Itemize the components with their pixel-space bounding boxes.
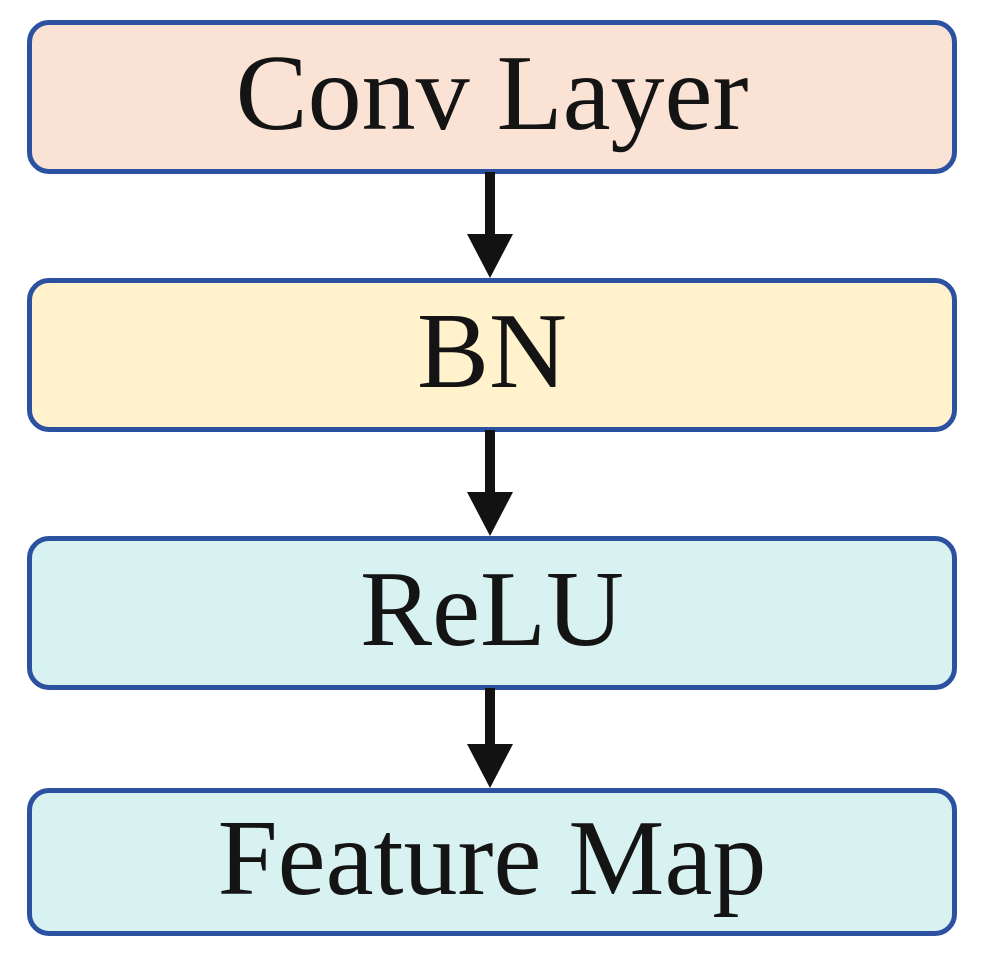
arrow-shaft bbox=[485, 430, 495, 492]
arrow-shaft bbox=[485, 172, 495, 234]
arrow-conv-to-bn bbox=[467, 172, 513, 278]
arrow-down-icon bbox=[467, 744, 513, 788]
node-bn: BN bbox=[27, 278, 957, 432]
arrow-down-icon bbox=[467, 492, 513, 536]
node-conv-layer-label: Conv Layer bbox=[235, 34, 749, 153]
node-relu: ReLU bbox=[27, 536, 957, 690]
node-bn-label: BN bbox=[416, 292, 568, 411]
node-feature-map: Feature Map bbox=[27, 788, 957, 936]
arrow-relu-to-feature-map bbox=[467, 688, 513, 788]
node-feature-map-label: Feature Map bbox=[217, 799, 767, 918]
arrow-bn-to-relu bbox=[467, 430, 513, 536]
arrow-down-icon bbox=[467, 234, 513, 278]
node-relu-label: ReLU bbox=[360, 550, 624, 669]
arrow-shaft bbox=[485, 688, 495, 744]
node-conv-layer: Conv Layer bbox=[27, 20, 957, 174]
